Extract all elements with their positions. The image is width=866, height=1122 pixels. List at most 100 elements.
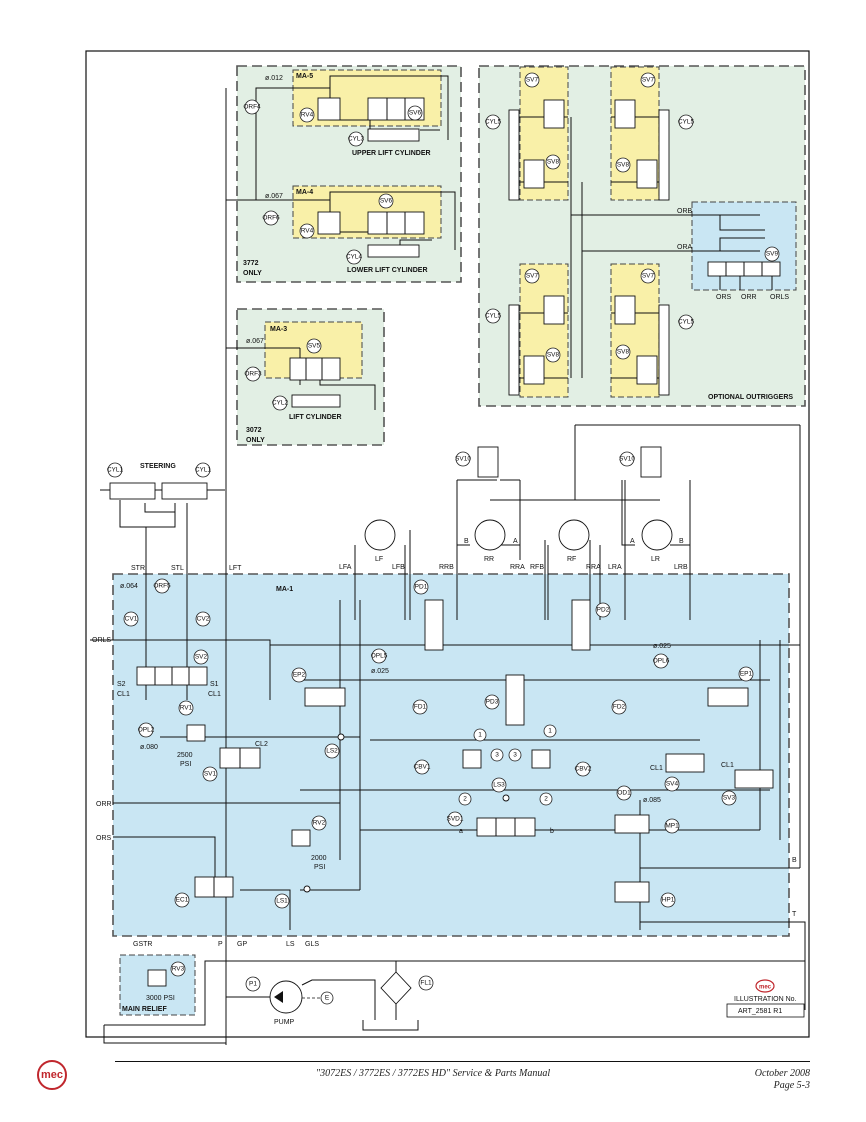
tag-opl6: OPL6 <box>653 653 670 669</box>
port-gstr: GSTR <box>133 941 152 948</box>
port-rra-2: RRA <box>586 564 601 571</box>
mec-logo: mec <box>37 1060 67 1090</box>
tag-rv2: RV2 <box>311 815 327 831</box>
tag-opl2: OPL2 <box>138 722 155 738</box>
tag-sv10-left: SV10 <box>455 451 471 467</box>
lower-lift-cylinder-label: LOWER LIFT CYLINDER <box>347 267 428 274</box>
tag-sv7-bl: SV7 <box>524 268 540 284</box>
svg-text:PD3: PD3 <box>486 699 499 706</box>
port-gls: GLS <box>305 941 319 948</box>
tag-sv5: SV5 <box>306 338 322 354</box>
motor-lr-side-b: B <box>679 538 684 545</box>
sv3-coil: CL1 <box>721 762 734 769</box>
tag-sv8-bl: SV8 <box>545 347 561 363</box>
svg-text:CYL5: CYL5 <box>485 119 502 126</box>
tag-opl5: OPL5 <box>371 648 388 664</box>
svg-text:OD1: OD1 <box>617 790 631 797</box>
outrigger-port-ora: ORA <box>677 244 693 251</box>
svg-text:FD1: FD1 <box>414 704 427 711</box>
tag-cbv1: CBV1 <box>414 759 431 775</box>
port-lra: LRA <box>608 564 622 571</box>
svg-text:LS1: LS1 <box>276 898 288 905</box>
illustration-block: mec ILLUSTRATION No. ART_2581 R1 <box>726 979 805 1018</box>
svg-text:SV8: SV8 <box>547 159 560 166</box>
sv2-right-coil: S1 <box>210 681 219 688</box>
tag-sv6-lower: SV6 <box>378 193 394 209</box>
svg-text:OPL5: OPL5 <box>371 653 388 660</box>
tag-hp1: HP1 <box>660 892 676 908</box>
tag-sv7-tr: SV7 <box>640 72 656 88</box>
upper-lift-cylinder-label: UPPER LIFT CYLINDER <box>352 150 431 157</box>
svg-text:SV1: SV1 <box>204 771 217 778</box>
svg-text:P1: P1 <box>249 981 257 988</box>
sv1-coil: CL2 <box>255 741 268 748</box>
svg-text:E: E <box>325 995 330 1002</box>
tag-cyl1-left: CYL1 <box>107 462 124 478</box>
opl6-size: ø.025 <box>653 643 671 650</box>
tag-pd2: PD2 <box>595 602 611 618</box>
svg-text:SV9: SV9 <box>766 251 779 258</box>
svg-text:CV2: CV2 <box>197 616 210 623</box>
main-relief-label: MAIN RELIEF <box>122 1006 167 1013</box>
svg-text:CYL2: CYL2 <box>272 400 289 407</box>
tag-mp1: MP1 <box>664 818 680 834</box>
outrigger-port-orls: ORLS <box>770 294 789 301</box>
tag-cyl2: CYL2 <box>272 395 289 411</box>
ma4-label: MA-4 <box>296 189 313 196</box>
svg-text:CYL5: CYL5 <box>678 319 695 326</box>
tag-od1: OD1 <box>616 785 632 801</box>
tag-svd1: SVD1 <box>447 811 464 827</box>
zone-3772-note-2: ONLY <box>243 270 262 277</box>
tag-orf4: ORF4 <box>243 99 261 115</box>
tag-sv10-right: SV10 <box>619 451 635 467</box>
tag-sv3: SV3 <box>721 790 737 806</box>
svg-text:ORF6: ORF6 <box>262 215 280 222</box>
tag-ep1: EP1 <box>738 666 754 682</box>
svg-text:SV7: SV7 <box>642 273 655 280</box>
zone-sv7-sv8-tr <box>610 66 660 201</box>
svg-text:SV8: SV8 <box>617 349 630 356</box>
port-b: B <box>792 857 797 864</box>
tag-cyl3: CYL3 <box>348 131 365 147</box>
opl2-size: ø.080 <box>140 744 158 751</box>
pump-label: PUMP <box>274 1019 295 1026</box>
svg-text:SV7: SV7 <box>526 273 539 280</box>
tag-sv8-br: SV8 <box>615 344 631 360</box>
rv2-pressure-2: PSI <box>314 864 325 871</box>
tag-ep2: EP2 <box>291 667 307 683</box>
svg-text:RV1: RV1 <box>180 705 193 712</box>
svg-text:3: 3 <box>495 752 499 759</box>
svg-text:CYL3: CYL3 <box>348 136 365 143</box>
motor-lr-label: LR <box>651 556 660 563</box>
tag-cyl5-bl: CYL5 <box>485 308 502 324</box>
tag-sv4: SV4 <box>664 776 680 792</box>
motor-rr-side-b: B <box>464 538 469 545</box>
tag-orf6: ORF6 <box>262 210 280 226</box>
port-lfb: LFB <box>392 564 405 571</box>
port-ors: ORS <box>96 835 112 842</box>
illustration-brand: mec <box>759 985 772 991</box>
port-orr: ORR <box>96 801 112 808</box>
tag-cbv2: CBV2 <box>575 761 592 777</box>
svg-text:PD2: PD2 <box>597 607 610 614</box>
outrigger-port-ors: ORS <box>716 294 732 301</box>
tag-cyl5-tl: CYL5 <box>485 114 502 130</box>
illustration-label: ILLUSTRATION No. <box>734 996 797 1003</box>
tag-cyl5-br: CYL5 <box>678 314 695 330</box>
page-number: Page 5-3 <box>773 1080 810 1091</box>
svg-text:SV7: SV7 <box>642 77 655 84</box>
svg-text:RV3: RV3 <box>172 966 185 973</box>
sv4-coil: CL1 <box>650 765 663 772</box>
port-num-3-left: 3 <box>490 748 504 762</box>
svg-text:CBV1: CBV1 <box>414 764 431 771</box>
svg-text:ORF4: ORF4 <box>243 104 261 111</box>
tag-ls1: LS1 <box>274 893 290 909</box>
svg-text:FL1: FL1 <box>420 980 432 987</box>
tag-ec1: EC1 <box>174 892 190 908</box>
svg-text:SVD1: SVD1 <box>447 816 464 823</box>
tag-pd3: PD3 <box>484 694 500 710</box>
ma3-orifice-size: ø.067 <box>246 338 264 345</box>
svg-text:FD2: FD2 <box>613 704 626 711</box>
publish-date: October 2008 <box>754 1068 810 1079</box>
